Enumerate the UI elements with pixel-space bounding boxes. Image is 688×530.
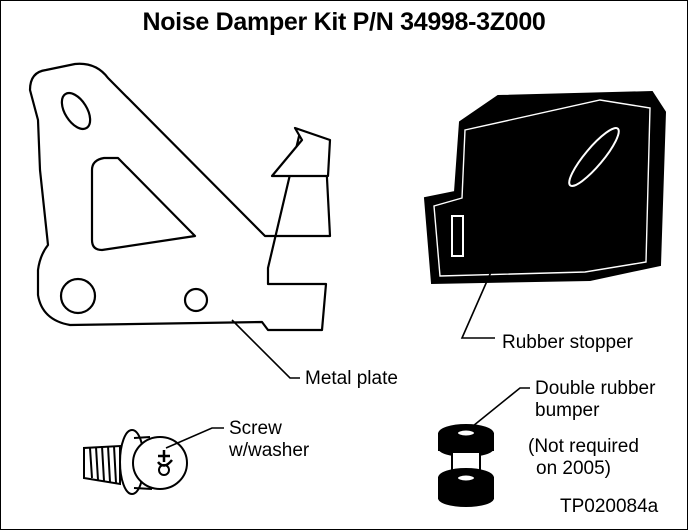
metal-plate-label: Metal plate (305, 368, 398, 389)
rubber-stopper-label: Rubber stopper (502, 332, 633, 353)
metal-plate-hole-right (183, 287, 209, 313)
screw-with-washer (83, 429, 188, 495)
metal-plate-outline (28, 62, 332, 332)
metal-plate-fold (270, 126, 332, 178)
rubber-stopper-slot (568, 127, 620, 187)
bumper-note-line2: on 2005) (536, 458, 612, 479)
screw-label-line2: w/washer (229, 440, 310, 461)
rubber-stopper-leader (460, 255, 499, 339)
rubber-stopper-inner-edge (433, 99, 651, 277)
page-title: Noise Damper Kit P/N 34998-3Z000 (142, 8, 546, 36)
metal-plate-hole-left (59, 277, 97, 315)
bumper-label-line1: Double rubber (535, 378, 656, 399)
screw-leader (165, 427, 224, 449)
figure-code: TP020084a (560, 496, 659, 517)
bumper-label-line2: bumper (535, 400, 600, 421)
metal-plate-slot (60, 91, 92, 131)
bumper-note-line1: (Not required (528, 436, 639, 457)
metal-plate (28, 62, 332, 332)
rubber-stopper-square-hole (451, 215, 464, 257)
double-rubber-bumper (438, 424, 494, 507)
screw-label-line1: Screw (229, 418, 282, 439)
rubber-stopper (423, 90, 667, 285)
bumper-leader (472, 387, 530, 427)
metal-plate-leader (231, 319, 300, 379)
metal-plate-window (90, 156, 197, 252)
